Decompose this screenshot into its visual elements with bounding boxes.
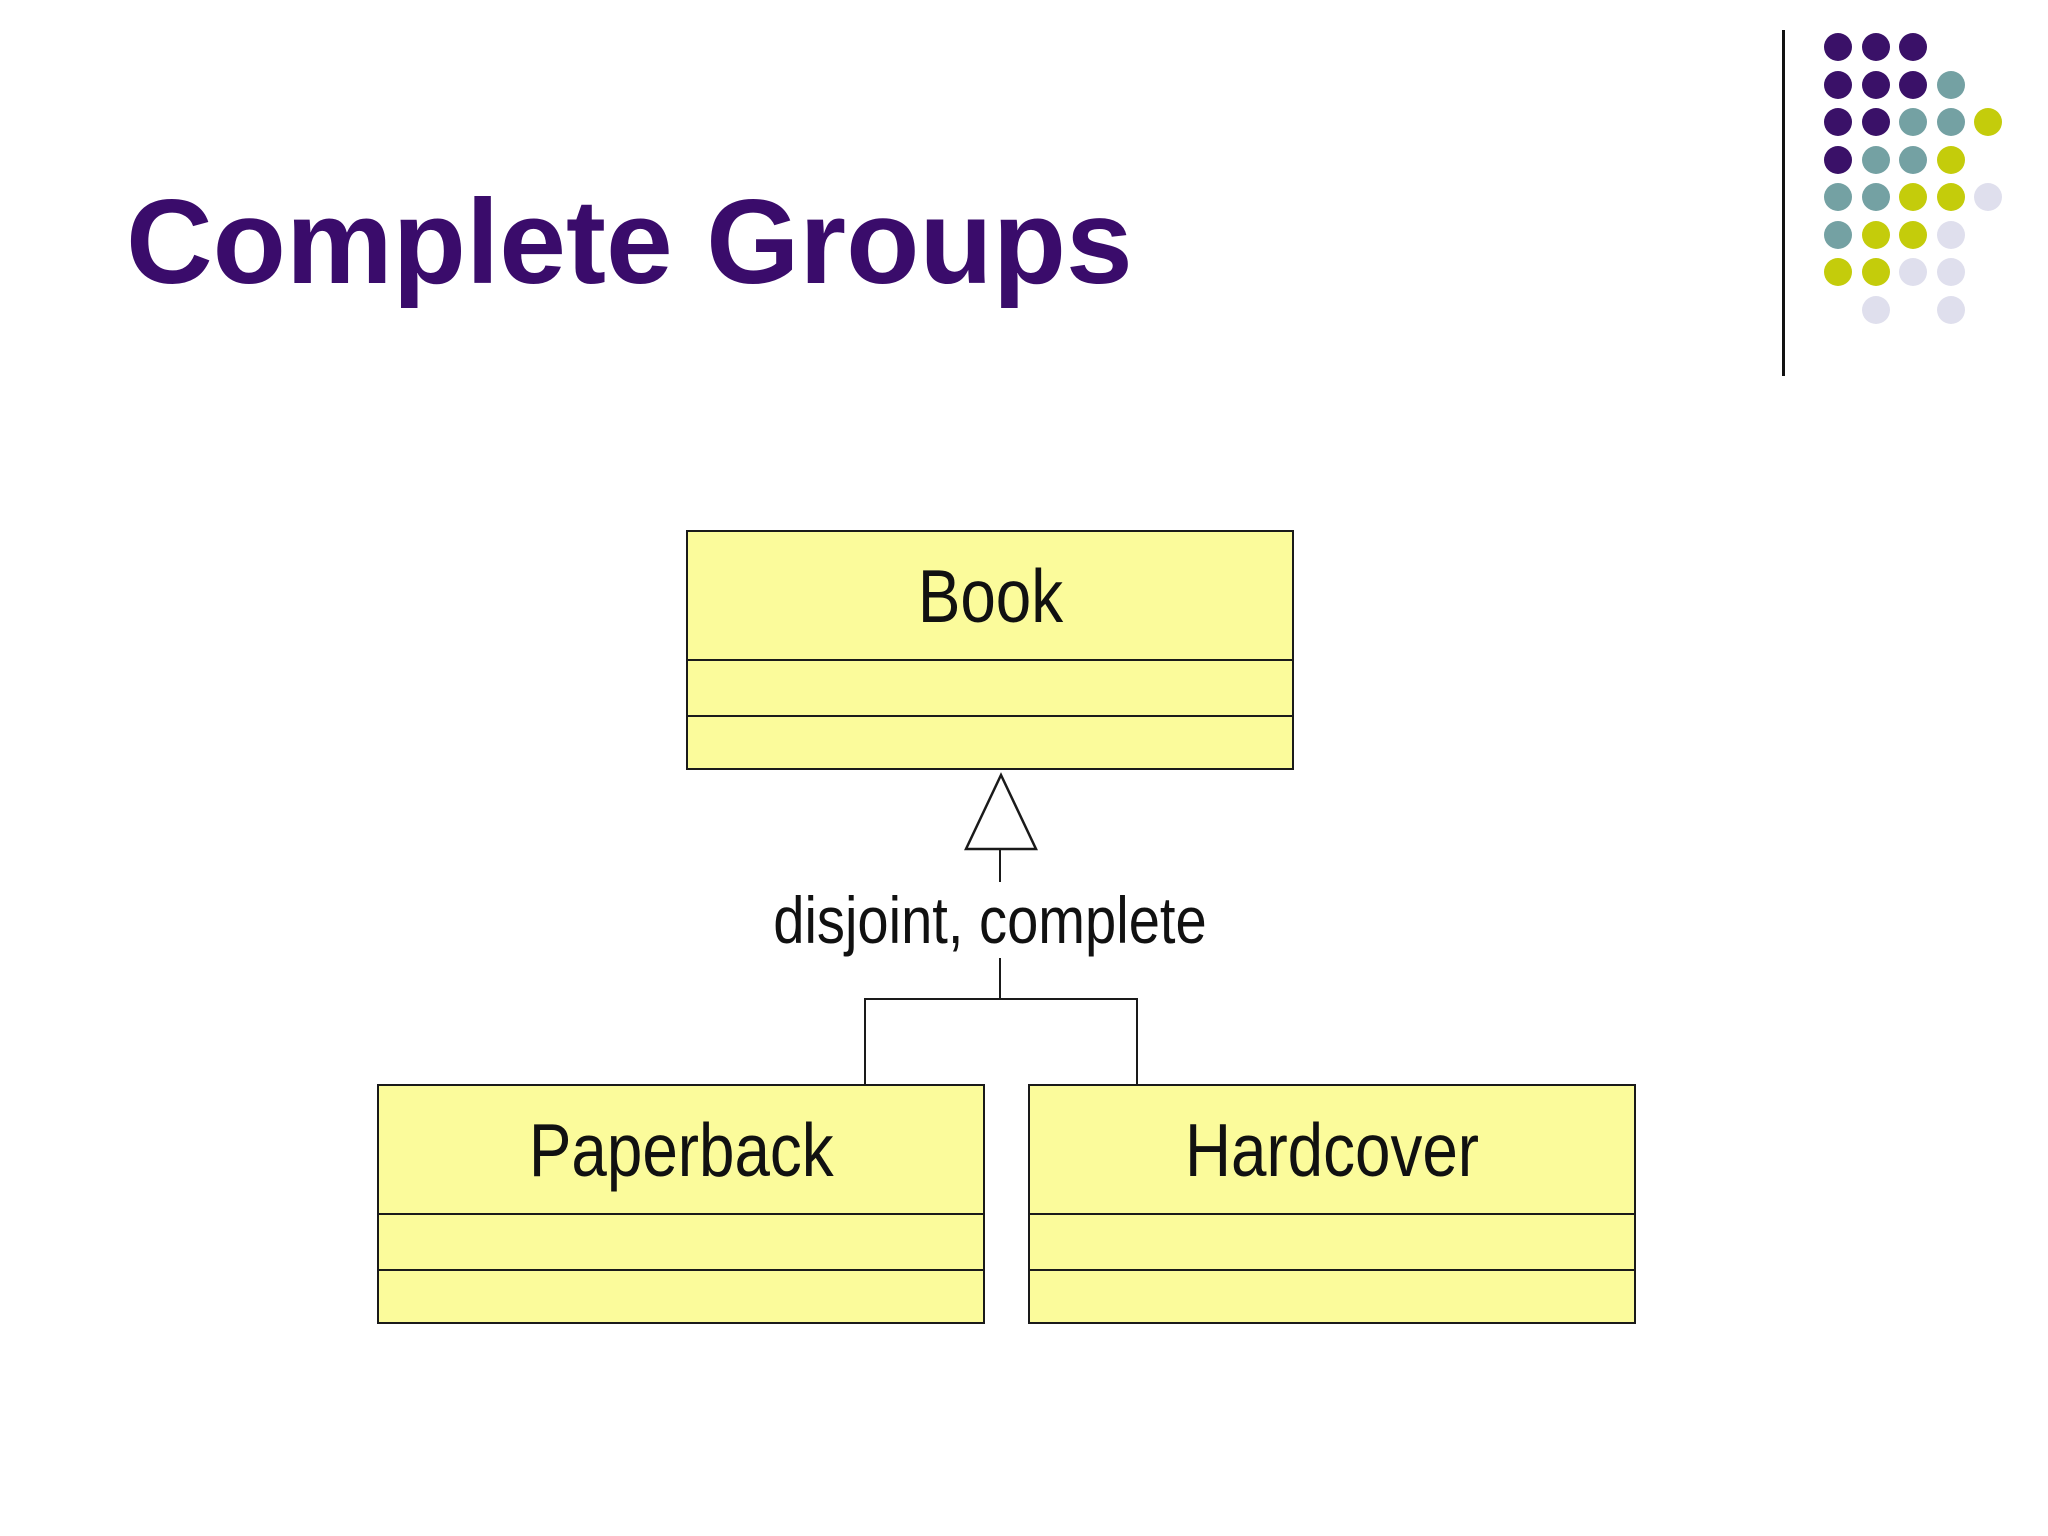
decoration-dot <box>1861 258 1890 286</box>
attributes-compartment <box>1030 1213 1634 1269</box>
connector-stem-upper <box>999 850 1001 882</box>
decoration-dot <box>1899 70 1927 99</box>
decoration-dot <box>1974 108 2002 136</box>
class-name: Paperback <box>528 1107 834 1192</box>
attributes-compartment <box>688 659 1292 715</box>
decoration-dot <box>1899 220 1927 249</box>
connector-horizontal-bar <box>864 998 1138 1000</box>
decoration-dot <box>1861 295 1890 324</box>
decoration-vertical-line <box>1782 30 1785 376</box>
class-box-book: Book <box>686 530 1294 770</box>
decoration-dot <box>1899 258 1927 286</box>
decoration-dot <box>1936 108 1965 136</box>
operations-compartment <box>379 1269 983 1322</box>
decoration-dot <box>1861 183 1890 211</box>
connector-drop-left <box>864 998 866 1084</box>
operations-compartment <box>1030 1269 1634 1322</box>
decoration-dot <box>1824 220 1852 249</box>
decoration-dot <box>1936 258 1965 286</box>
decoration-dot <box>1824 183 1852 211</box>
attributes-compartment <box>379 1213 983 1269</box>
class-name-compartment: Hardcover <box>1030 1086 1634 1213</box>
decoration-dot <box>1899 108 1927 136</box>
decoration-dot <box>1824 70 1852 99</box>
class-name: Hardcover <box>1184 1107 1480 1192</box>
generalization-arrow-icon <box>964 772 1038 851</box>
class-name-compartment: Paperback <box>379 1086 983 1213</box>
class-name: Book <box>917 553 1063 638</box>
decoration-dot <box>1936 220 1965 249</box>
decoration-dot <box>1861 220 1890 249</box>
decoration-dot <box>1824 33 1852 61</box>
decoration-dot <box>1936 183 1965 211</box>
class-name-compartment: Book <box>688 532 1292 659</box>
decoration-dot <box>1824 108 1852 136</box>
decoration-dot <box>1899 33 1927 61</box>
connector-stem-lower <box>999 958 1001 1000</box>
decoration-dot <box>1824 258 1852 286</box>
decoration-dot <box>1824 145 1852 174</box>
decoration-dot <box>1974 183 2002 211</box>
constraint-label: disjoint, complete <box>690 882 1290 958</box>
decoration-dot <box>1936 145 1965 174</box>
decoration-dot <box>1861 70 1890 99</box>
class-box-paperback: Paperback <box>377 1084 985 1324</box>
decoration-dot <box>1899 145 1927 174</box>
connector-drop-right <box>1136 998 1138 1084</box>
decoration-dot <box>1936 70 1965 99</box>
decoration-dot <box>1936 295 1965 324</box>
decoration-dot <box>1899 183 1927 211</box>
constraint-label-text: disjoint, complete <box>766 882 1214 958</box>
slide-title: Complete Groups <box>126 175 1133 309</box>
class-box-hardcover: Hardcover <box>1028 1084 1636 1324</box>
decoration-dot <box>1861 33 1890 61</box>
decoration-dot <box>1861 108 1890 136</box>
decoration-dot <box>1861 145 1890 174</box>
operations-compartment <box>688 715 1292 768</box>
